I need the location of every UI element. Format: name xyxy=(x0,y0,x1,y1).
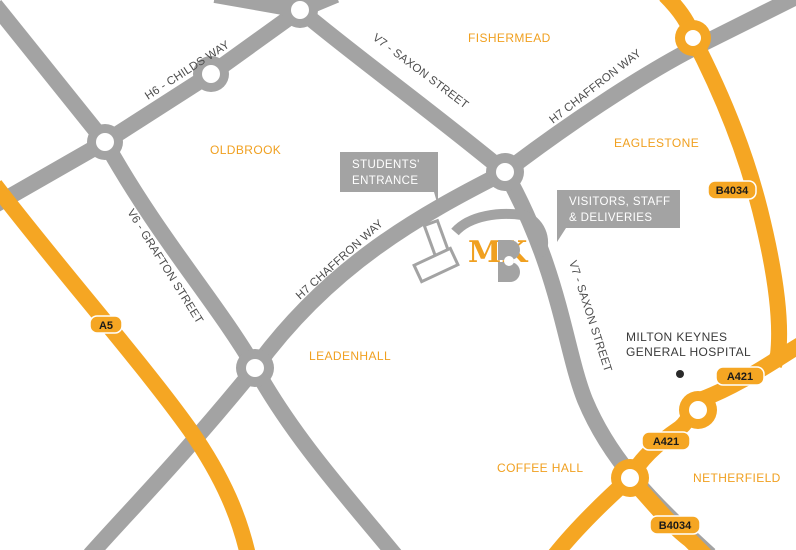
district-eaglestone: EAGLESTONE xyxy=(614,136,699,150)
road-v7-saxon-street-north xyxy=(213,0,511,179)
roundabout-a421-west xyxy=(611,459,649,497)
district-coffee-hall: COFFEE HALL xyxy=(497,461,583,475)
mk-logo-mark xyxy=(498,240,520,282)
roundabout-saxon-chaffron xyxy=(486,153,524,191)
badge-b4034-south-label: B4034 xyxy=(659,520,692,532)
roundabout-leadenhall xyxy=(236,349,274,387)
district-leadenhall: LEADENHALL xyxy=(309,349,391,363)
hospital-name-line2: GENERAL HOSPITAL xyxy=(626,345,751,359)
callout-visitors-line2: & DELIVERIES xyxy=(569,212,652,224)
district-netherfield: NETHERFIELD xyxy=(693,471,781,485)
badge-b4034-south: B4034 xyxy=(649,515,701,535)
badge-a421-east-label: A421 xyxy=(727,371,753,383)
roundabout-a421-east xyxy=(679,391,717,429)
callout-visitors-line1: VISITORS, STAFF xyxy=(569,196,670,208)
callout-visitors-staff: VISITORS, STAFF & DELIVERIES xyxy=(557,190,680,242)
roundabouts xyxy=(87,0,717,497)
hospital-location-dot xyxy=(676,370,684,378)
badge-b4034-north: B4034 xyxy=(707,180,757,200)
hospital-access xyxy=(451,208,549,258)
badge-a5: A5 xyxy=(89,315,123,334)
road-oldbrook-diagonal xyxy=(0,0,112,148)
badge-a5-label: A5 xyxy=(99,320,113,332)
roundabout-childs-way xyxy=(193,56,229,92)
hospital-marker: MILTON KEYNES GENERAL HOSPITAL xyxy=(626,330,751,378)
badge-a421-west-label: A421 xyxy=(653,436,679,448)
hospital-name-line1: MILTON KEYNES xyxy=(626,330,727,344)
roundabout-b4034-north xyxy=(675,20,711,56)
roundabout-oldbrook xyxy=(87,124,123,160)
district-fishermead: FISHERMEAD xyxy=(468,31,551,45)
badge-a421-west: A421 xyxy=(641,431,691,451)
callout-students-line2: ENTRANCE xyxy=(352,175,418,187)
badge-a421-east: A421 xyxy=(715,366,765,386)
mk-logo: MK xyxy=(468,235,528,282)
roundabout-top xyxy=(282,0,318,28)
district-oldbrook: OLDBROOK xyxy=(210,143,281,157)
callout-students-entrance: STUDENTS' ENTRANCE xyxy=(340,152,438,206)
hospital-buildings xyxy=(412,218,460,284)
badge-b4034-north-label: B4034 xyxy=(716,185,749,197)
road-a5 xyxy=(0,180,256,550)
callout-students-line1: STUDENTS' xyxy=(352,159,420,171)
